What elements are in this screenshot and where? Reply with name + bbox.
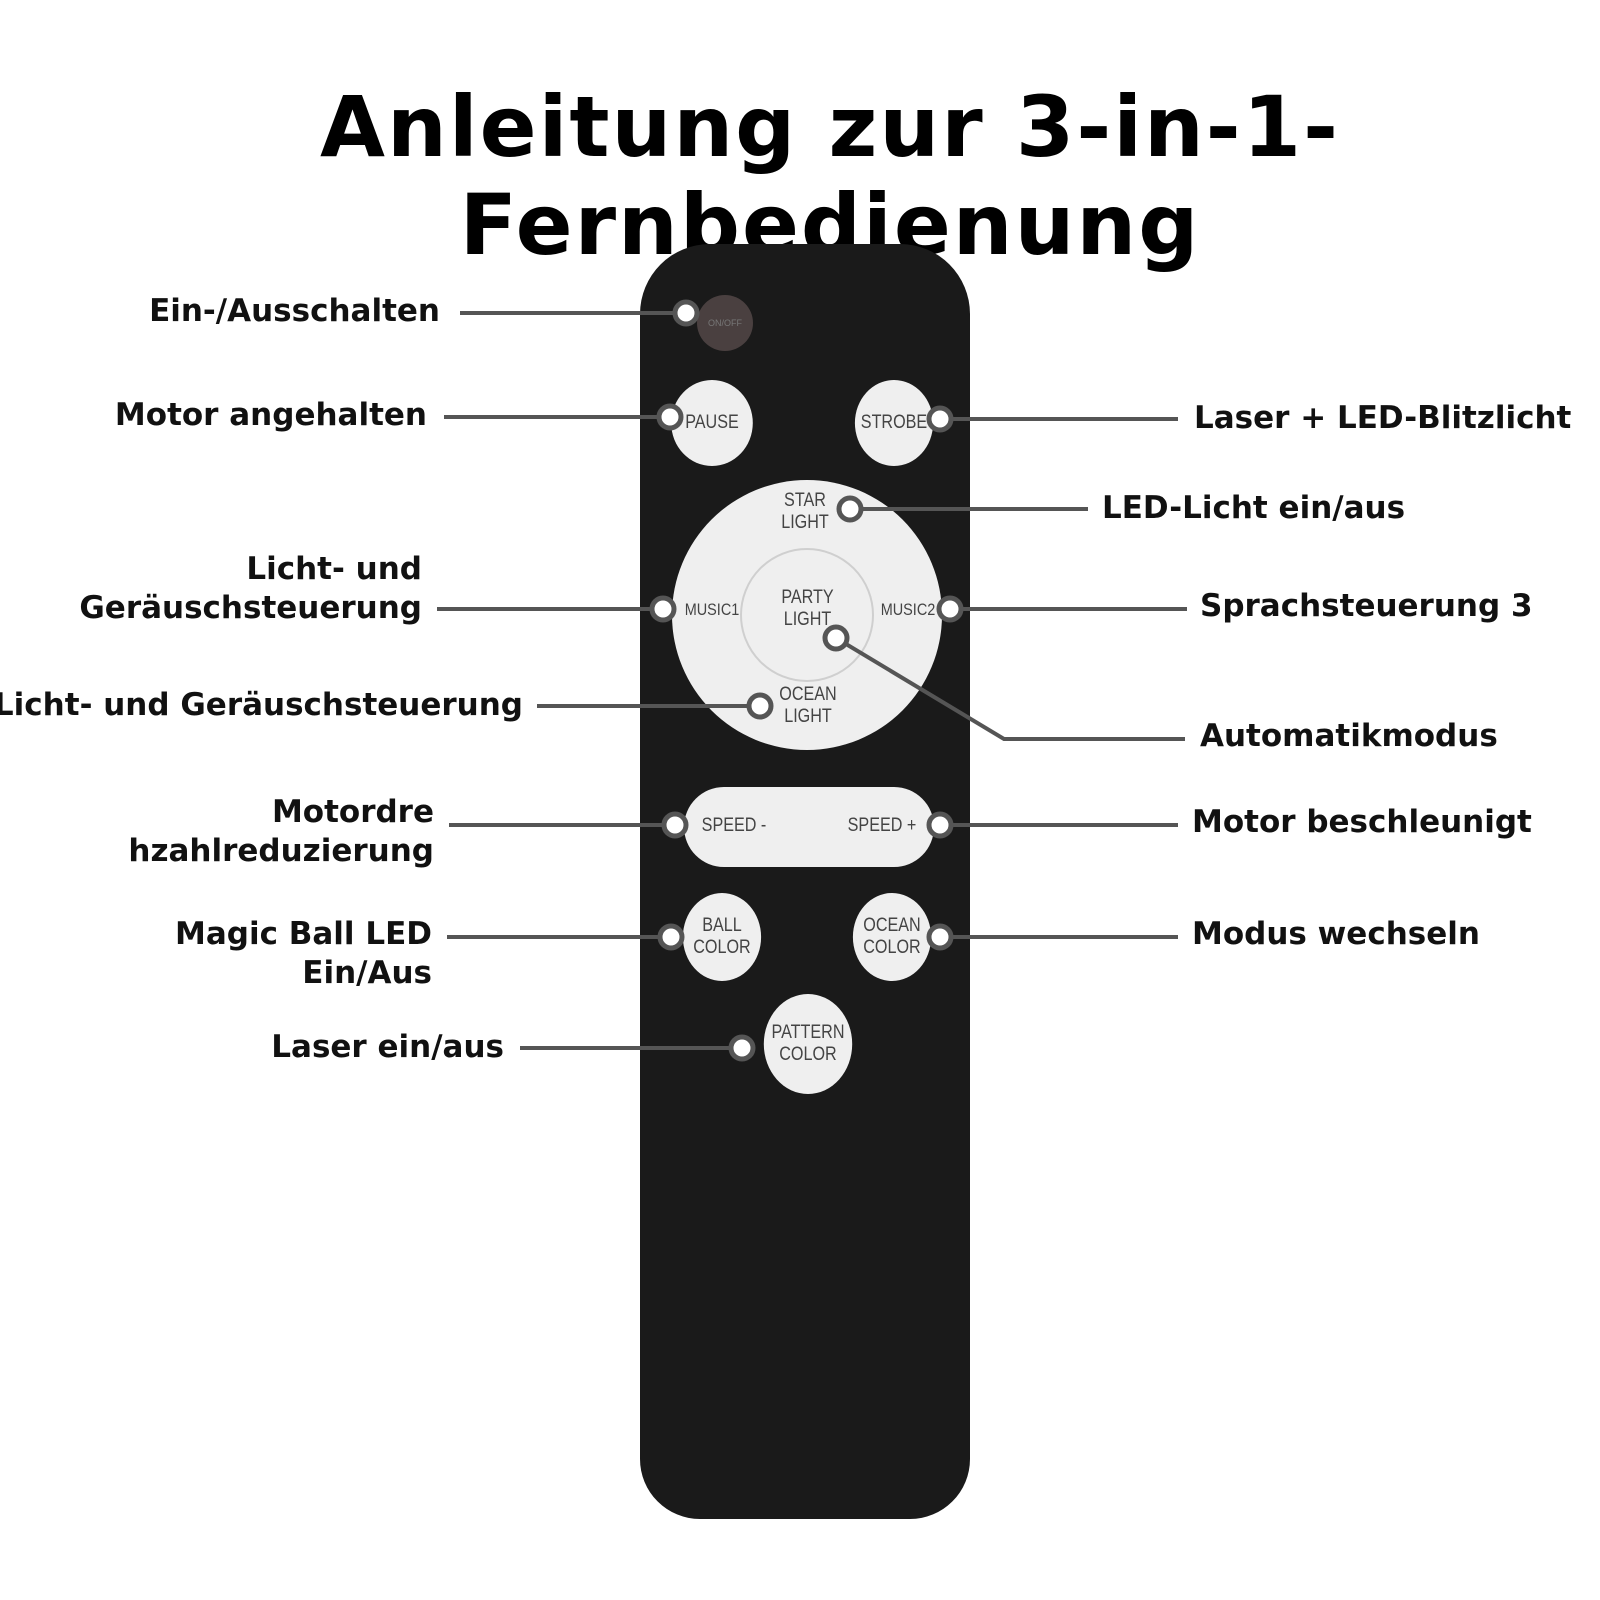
label-star: LED-Licht ein/aus xyxy=(1102,490,1406,526)
anchor-dot-speed-minus xyxy=(661,811,689,839)
label-music2: Sprachsteuerung 3 xyxy=(1200,588,1533,624)
anchor-dot-ocean-light xyxy=(746,692,774,720)
anchor-dot-music1 xyxy=(649,595,677,623)
music1-button[interactable]: MUSIC1 xyxy=(684,600,740,619)
leader-line-party xyxy=(834,636,1185,741)
label-pause: Motor angehalten xyxy=(114,397,427,433)
speed-plus-button[interactable]: SPEED + xyxy=(847,815,917,836)
anchor-dot-music2 xyxy=(936,595,964,623)
anchor-dot-strobe xyxy=(926,405,954,433)
strobe-button[interactable]: STROBE xyxy=(854,380,934,466)
pause-button[interactable]: PAUSE xyxy=(671,380,753,466)
anchor-dot-pause xyxy=(656,403,684,431)
anchor-dot-star xyxy=(836,495,864,523)
power-button[interactable]: ON/OFF xyxy=(697,295,753,351)
speed-bar xyxy=(684,787,934,867)
party-light-button[interactable] xyxy=(740,548,874,682)
label-strobe: Laser + LED-Blitzlicht xyxy=(1194,400,1572,436)
label-power: Ein-/Ausschalten xyxy=(149,293,440,329)
label-party: Automatikmodus xyxy=(1200,718,1498,754)
label-speed-plus: Motor beschleunigt xyxy=(1192,804,1532,840)
anchor-dot-ocean-color xyxy=(926,923,954,951)
page-title: Anleitung zur 3-in-1-Fernbedienung xyxy=(320,78,1340,274)
anchor-dot-ball xyxy=(657,923,685,951)
anchor-dot-power xyxy=(672,299,700,327)
label-ocean-color: Modus wechseln xyxy=(1192,916,1480,952)
anchor-dot-party xyxy=(822,624,850,652)
label-pattern: Laser ein/aus xyxy=(271,1029,504,1065)
anchor-dot-speed-plus xyxy=(926,811,954,839)
label-ocean-light: Licht- und Geräuschsteuerung xyxy=(0,687,523,723)
speed-minus-button[interactable]: SPEED - xyxy=(701,815,767,836)
music2-button[interactable]: MUSIC2 xyxy=(880,600,936,619)
anchor-dot-pattern xyxy=(728,1034,756,1062)
